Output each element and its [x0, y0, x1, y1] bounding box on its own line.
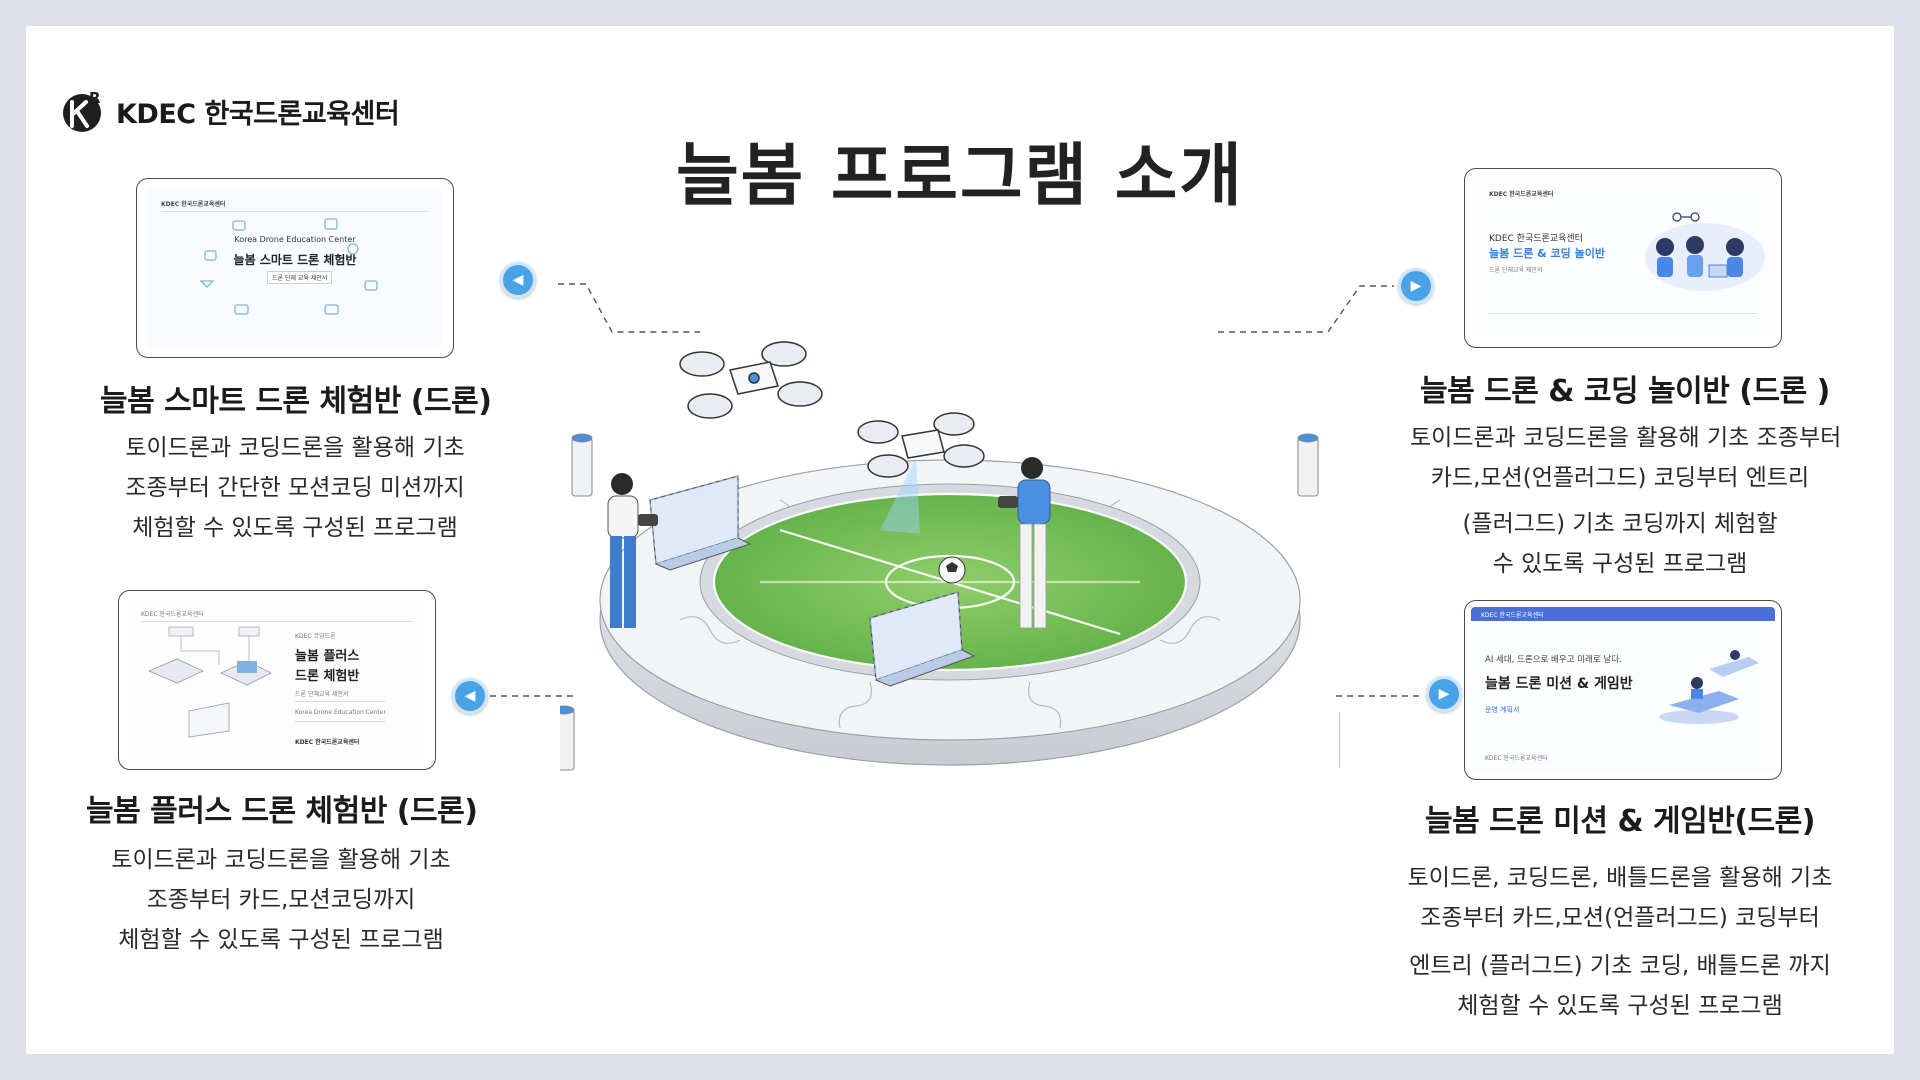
logo-text: KDEC 한국드론교육센터: [116, 98, 400, 130]
program-title-plus: 늘봄 플러스 드론 체험반 (드론): [86, 794, 478, 829]
drone-2: [857, 412, 985, 534]
chevron-left-icon: ◀: [512, 272, 524, 288]
window-titlebar: KDEC 한국드론교육센터: [1471, 607, 1775, 621]
drone-soccer-arena-illustration: [560, 341, 1340, 771]
drone-illustration-icon: [147, 626, 272, 738]
program-title-mission: 늘봄 드론 미션 & 게임반(드론): [1425, 804, 1815, 839]
program-desc-smart: 토이드론과 코딩드론을 활용해 기초 조종부터 간단한 모션코딩 미션까지 체험…: [125, 435, 465, 541]
program-title-smart: 늘봄 스마트 드론 체험반 (드론): [100, 384, 492, 419]
page-title: 늘봄 프로그램 소개: [676, 137, 1244, 216]
player-right: [998, 457, 1051, 629]
chevron-left-icon: ◀: [464, 688, 476, 704]
next-button-mission[interactable]: ▶: [1426, 676, 1462, 712]
goal-right: [869, 591, 976, 687]
program-thumbnail-mission[interactable]: KDEC 한국드론교육센터 AI 세대, 드론으로 배우고 미래로 날다. 늘봄…: [1464, 600, 1782, 780]
svg-text:R: R: [89, 89, 101, 107]
program-thumbnail-smart[interactable]: KDEC 한국드론교육센터 Korea Drone Education Cent…: [136, 178, 454, 358]
flying-kids-illustration-icon: [1659, 650, 1759, 724]
player-left: [607, 473, 658, 628]
goal-left: [649, 475, 752, 571]
logo: R KDEC 한국드론교육센터: [60, 88, 400, 134]
feature-icons: [199, 218, 378, 315]
kids-coding-illustration-icon: [1645, 212, 1765, 291]
program-desc-mission: 토이드론, 코딩드론, 배틀드론을 활용해 기초 조종부터 카드,모션(언플러그…: [1407, 865, 1833, 1019]
drone-1: [679, 341, 823, 419]
prev-button-smart[interactable]: ◀: [500, 262, 536, 298]
next-button-coding[interactable]: ▶: [1398, 268, 1434, 304]
program-desc-coding: 토이드론과 코딩드론을 활용해 기초 조종부터 카드,모션(언플러그드) 코딩부…: [1410, 425, 1842, 577]
program-thumbnail-coding[interactable]: KDEC 한국드론교육센터 KDEC 한국드론교육센터 늘봄 드론 & 코딩 놀…: [1464, 168, 1782, 348]
program-thumbnail-plus[interactable]: KDEC 한국드론교육센터 KDEC 코딩드론 늘봄 플러스 드론 체험반 드론…: [118, 590, 436, 770]
chevron-right-icon: ▶: [1410, 278, 1422, 294]
program-title-coding: 늘봄 드론 & 코딩 놀이반 (드론 ): [1420, 374, 1830, 409]
program-desc-plus: 토이드론과 코딩드론을 활용해 기초 조종부터 카드,모션코딩까지 체험할 수 …: [111, 847, 451, 953]
prev-button-plus[interactable]: ◀: [452, 678, 488, 714]
chevron-right-icon: ▶: [1438, 686, 1450, 702]
kdec-logo-icon: R: [63, 89, 101, 132]
